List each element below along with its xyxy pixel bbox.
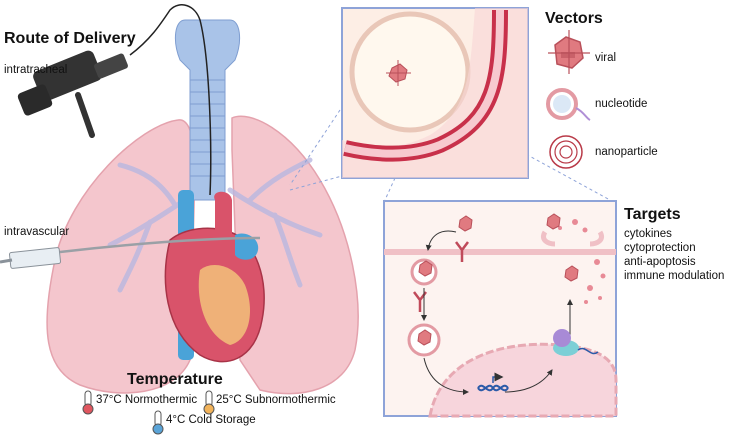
vectors-title: Vectors: [545, 10, 603, 27]
temp-normothermic: 37°C Normothermic: [96, 394, 198, 406]
vector-nucleotide-label: nucleotide: [595, 98, 648, 110]
viral-vector-icon: [548, 30, 590, 74]
target-cytokines: cytokines: [624, 228, 672, 240]
targets-title: Targets: [624, 206, 681, 223]
bronchoscope: [17, 4, 212, 196]
vector-viral-label: viral: [595, 52, 617, 64]
syringe: [0, 236, 261, 269]
target-anti-apoptosis: anti-apoptosis: [624, 256, 696, 268]
intratracheal-label: intratracheal: [4, 64, 68, 76]
nanoparticle-vector-icon: [549, 135, 583, 169]
viral-particle: [386, 60, 411, 86]
heart: [164, 190, 265, 363]
bronchi: [107, 157, 323, 293]
zoom-panel-alveolus: [341, 7, 529, 179]
intravascular-label: intravascular: [4, 226, 70, 238]
temp-subnormothermic: 25°C Subnormothermic: [216, 394, 336, 406]
zoom-panel-cell: [383, 200, 618, 418]
temperature-title: Temperature: [127, 371, 223, 388]
nucleotide-vector-icon: [546, 88, 591, 121]
thermometer-icon-4: [152, 410, 164, 435]
target-viral-particle: [417, 213, 579, 346]
target-cytoprotection: cytoprotection: [624, 242, 696, 254]
route-title: Route of Delivery: [4, 30, 136, 47]
thermometer-icon-37: [82, 390, 94, 415]
target-immune-modulation: immune modulation: [624, 270, 725, 282]
vector-nanoparticle-label: nanoparticle: [595, 146, 658, 158]
thermometer-icon-25: [203, 390, 215, 415]
temp-cold-storage: 4°C Cold Storage: [166, 414, 256, 426]
